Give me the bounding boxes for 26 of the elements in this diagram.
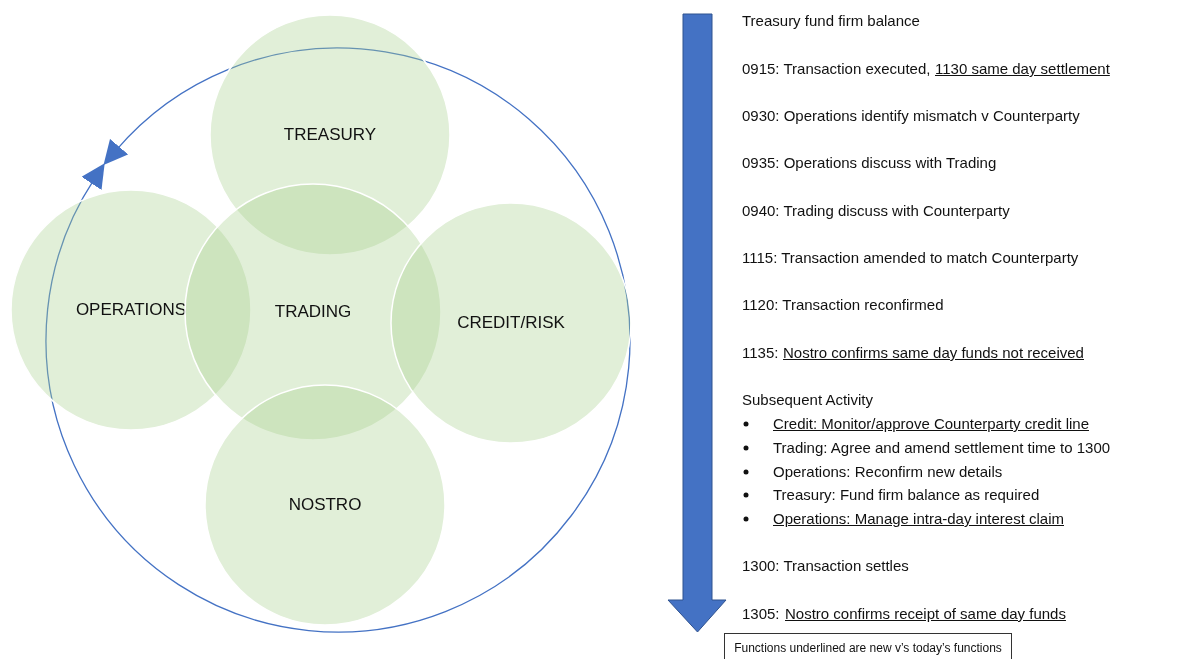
- timeline-entry: 1115: Transaction amended to match Counterparty: [742, 249, 1079, 267]
- bullet-item: Operations: Manage intra-day interest claim: [773, 510, 1064, 528]
- timeline-entry: 0930: Operations identify mismatch v Counterparty: [742, 107, 1080, 125]
- timeline-entry: Subsequent Activity: [742, 391, 873, 409]
- function-label: TRADING: [274, 302, 352, 322]
- timeline-entry: 1305:: [742, 605, 780, 623]
- function-label: CREDIT/RISK: [457, 313, 565, 333]
- timeline-entry: 1130 same day settlement: [935, 60, 1110, 78]
- bullet-item: Operations: Reconfirm new details: [773, 463, 1003, 481]
- function-label: NOSTRO: [288, 495, 362, 515]
- bullet-item: Trading: Agree and amend settlement time to 1300: [773, 439, 1111, 457]
- timeline-entry: Nostro confirms same day funds not received: [783, 344, 1084, 362]
- note-box: [724, 633, 1012, 659]
- timeline-entry: 0940: Trading discuss with Counterparty: [742, 202, 1010, 220]
- function-label: TREASURY: [283, 125, 377, 145]
- timeline-entry: 0915: Transaction executed,: [742, 60, 931, 78]
- timeline-entry: 1135:: [742, 344, 779, 362]
- timeline-entry: 1120: Transaction reconfirmed: [742, 296, 944, 314]
- timeline-entry: Nostro confirms receipt of same day funds: [785, 605, 1066, 623]
- bullet-item: Credit: Monitor/approve Counterparty credit line: [773, 415, 1089, 433]
- timeline-entry: Treasury fund firm balance: [742, 12, 920, 30]
- timeline-entry: 1300: Transaction settles: [742, 557, 909, 575]
- bullet-item: Treasury: Fund firm balance as required: [773, 486, 1040, 504]
- timeline-entry: 0935: Operations discuss with Trading: [742, 154, 997, 172]
- note-text: Functions underlined are new v’s today’s functions: [734, 641, 1002, 655]
- function-label: OPERATIONS: [75, 300, 187, 320]
